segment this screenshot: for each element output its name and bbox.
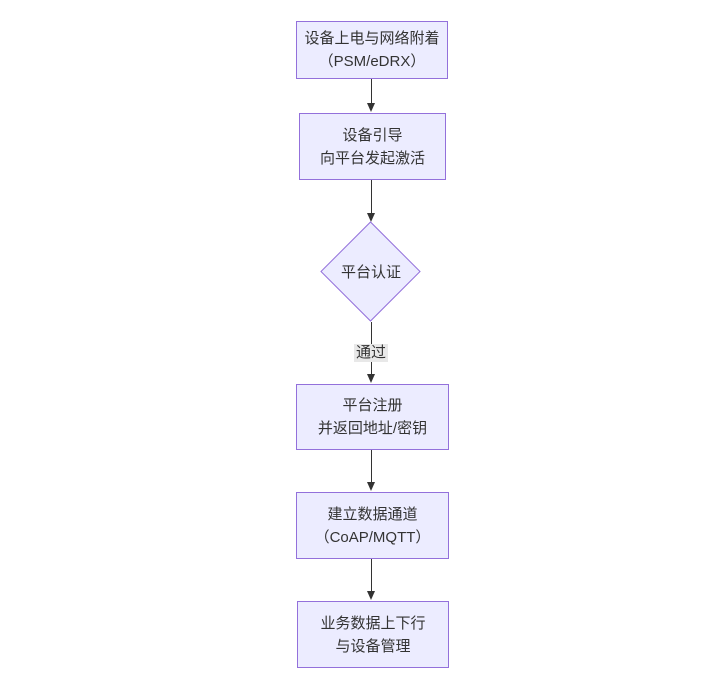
arrow-down-icon <box>367 103 375 112</box>
edge-bootstrap-to-auth <box>367 180 376 222</box>
node-line: 设备引导 <box>342 126 403 144</box>
node-business-data: 业务数据上下行 与设备管理 <box>297 601 449 668</box>
edge-label-pass: 通过 <box>353 344 389 362</box>
edge-line <box>371 450 372 483</box>
node-line: 业务数据上下行 <box>320 614 426 632</box>
edge-channel-to-business <box>367 559 376 600</box>
node-line: （PSM/eDRX） <box>318 53 426 70</box>
node-platform-register: 平台注册 并返回地址/密钥 <box>296 384 449 450</box>
node-line: 向平台发起激活 <box>319 149 425 167</box>
node-line: 平台注册 <box>342 397 403 414</box>
arrow-down-icon <box>367 591 375 600</box>
node-line: 设备上电与网络附着 <box>304 30 440 47</box>
node-line: 与设备管理 <box>335 637 411 655</box>
edge-register-to-channel <box>367 450 376 491</box>
node-data-channel: 建立数据通道 （CoAP/MQTT） <box>296 492 449 559</box>
node-line: 建立数据通道 <box>327 505 418 523</box>
arrow-down-icon <box>367 482 375 491</box>
edge-power-to-bootstrap <box>367 79 376 112</box>
node-device-power-attach: 设备上电与网络附着 （PSM/eDRX） <box>296 21 448 79</box>
arrow-down-icon <box>367 213 375 222</box>
edge-line <box>371 180 372 214</box>
node-line: 并返回地址/密钥 <box>317 420 428 437</box>
arrow-down-icon <box>367 374 375 383</box>
decision-label: 平台认证 <box>340 264 401 281</box>
node-line: （CoAP/MQTT） <box>314 528 431 546</box>
edge-line <box>371 79 372 104</box>
edge-line <box>371 559 372 592</box>
node-device-bootstrap: 设备引导 向平台发起激活 <box>299 113 446 180</box>
